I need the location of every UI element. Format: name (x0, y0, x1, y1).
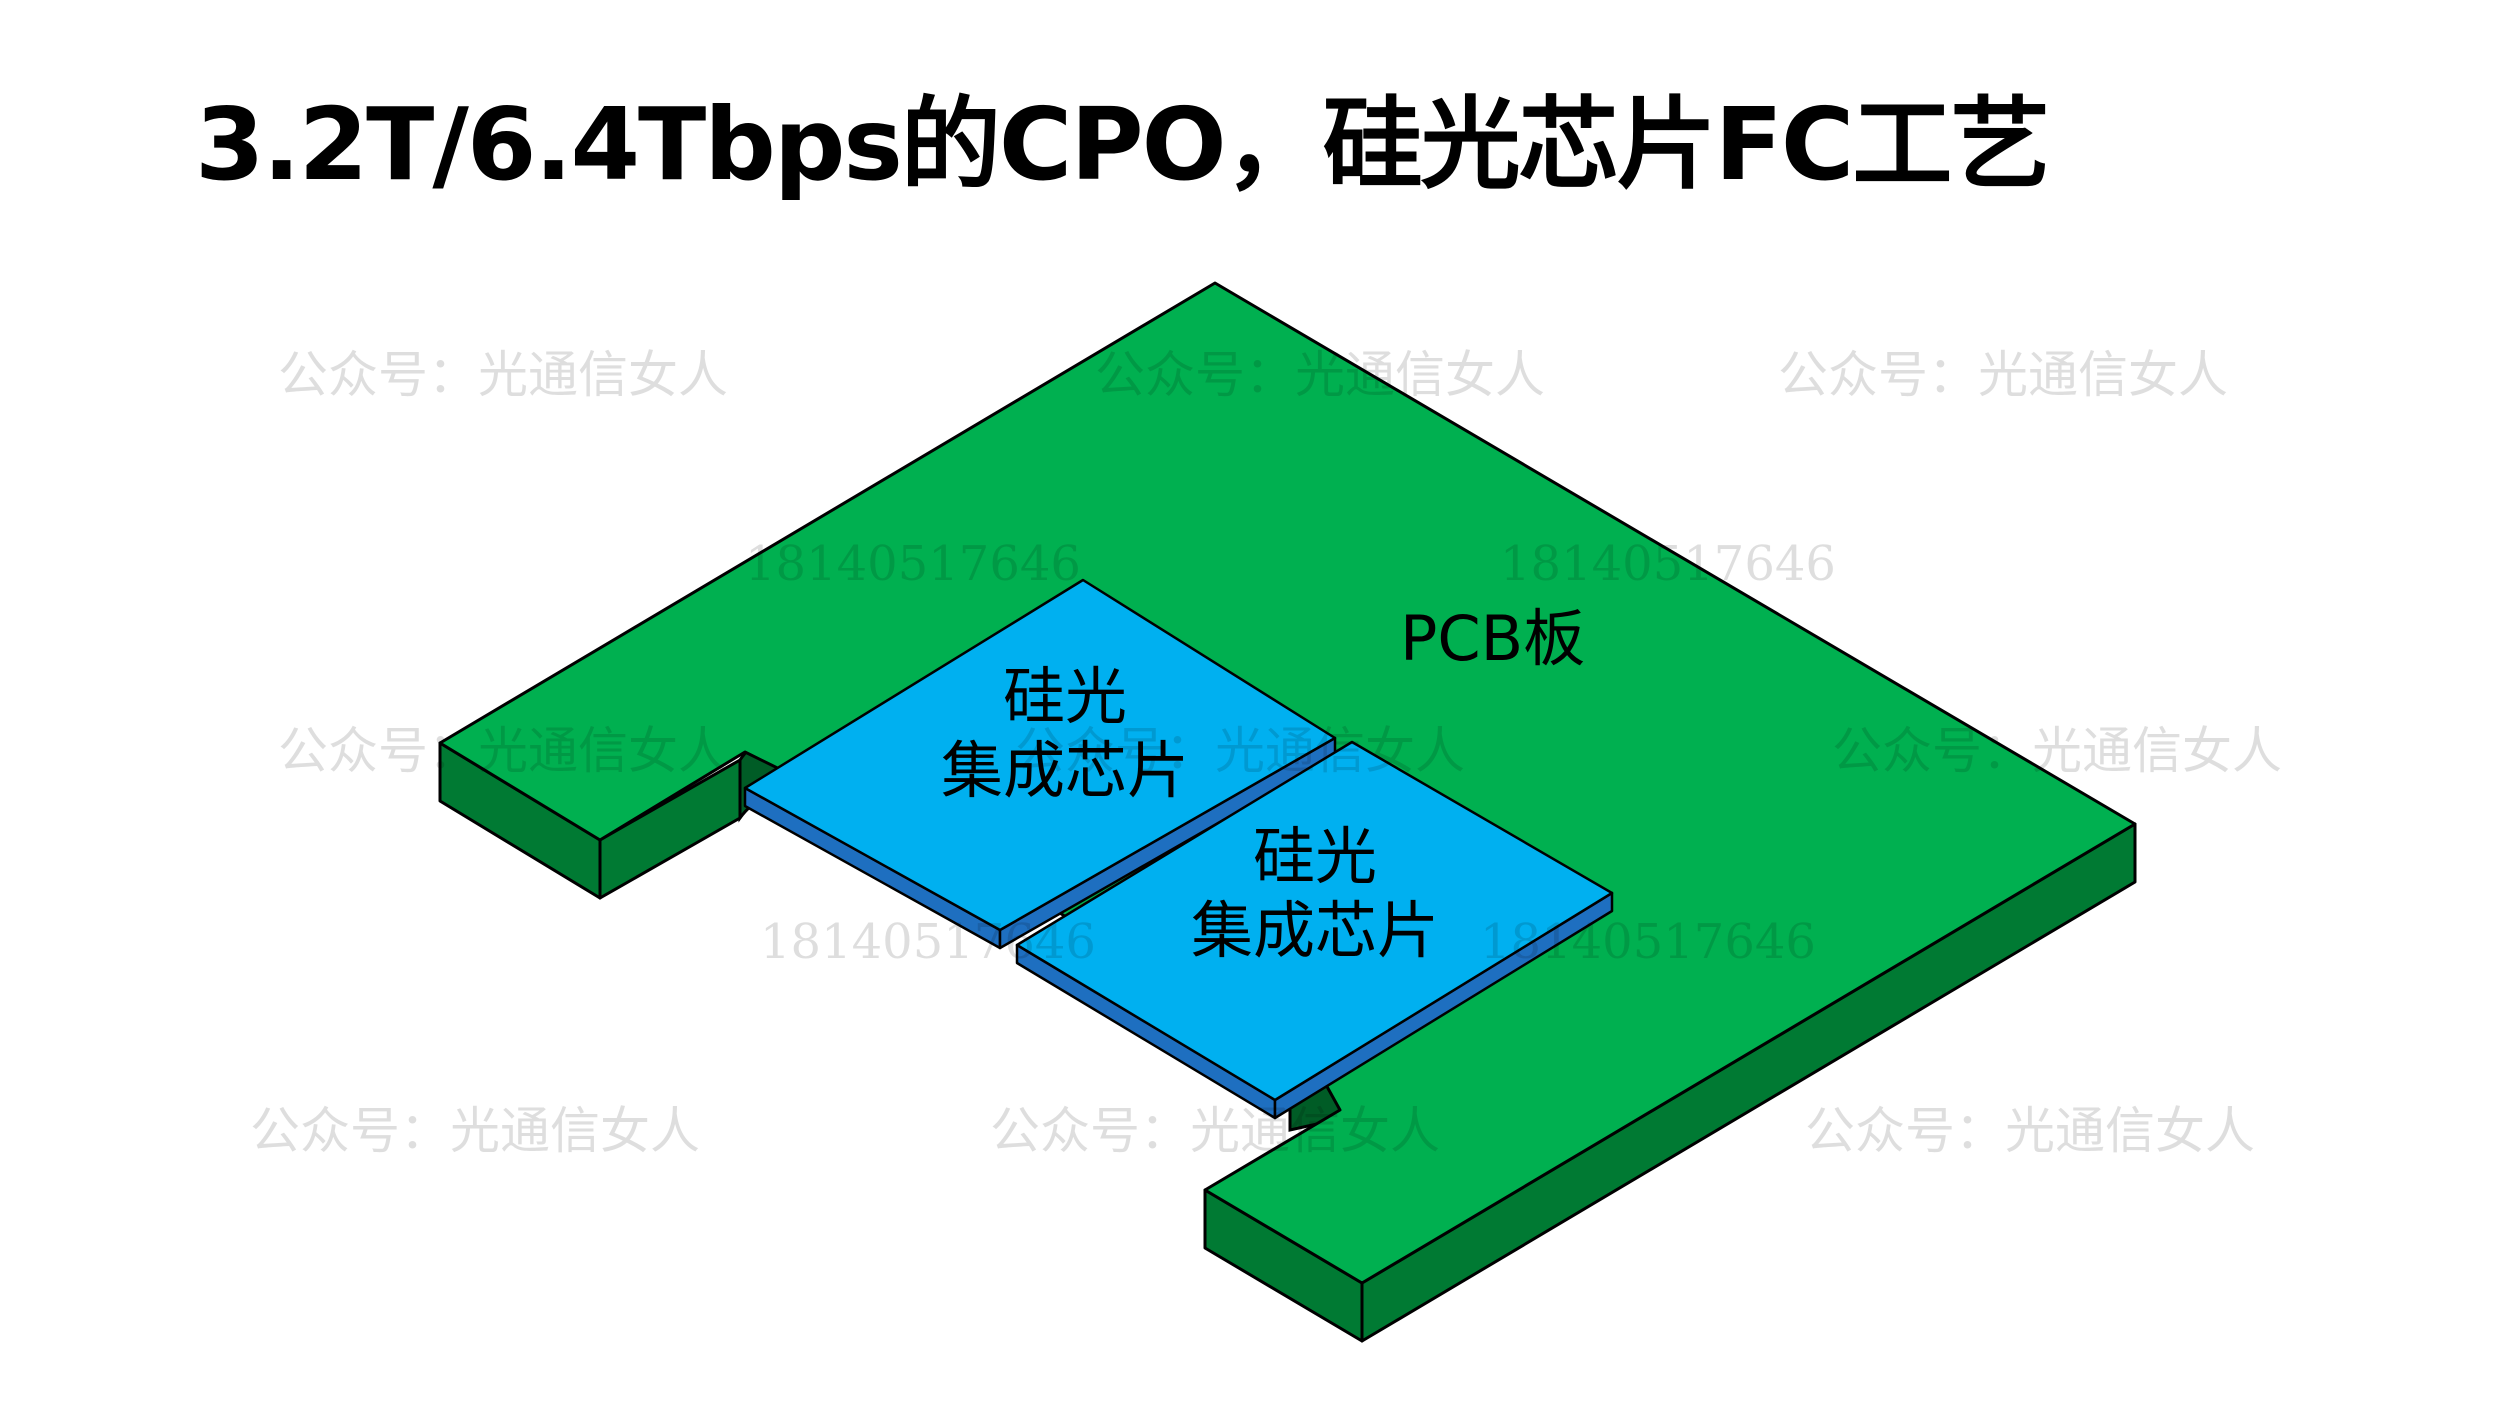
watermark-text: 公众号：光通信女人 (250, 1102, 700, 1160)
watermark-text: 公众号：光通信女人 (1778, 346, 2228, 404)
watermark-text: 公众号：光通信女人 (1015, 722, 1465, 780)
chip1-top-face (743, 578, 1337, 932)
watermark-text: 公众号：光通信女人 (1095, 346, 1545, 404)
watermark-number: 18140517646 (760, 914, 1096, 970)
chip2-label-line1: 硅光 (1253, 820, 1377, 893)
chip2-label-line2: 集成芯片 (1191, 894, 1439, 967)
watermark-number: 18140517646 (1500, 536, 1836, 592)
watermark-number: 18140517646 (745, 536, 1081, 592)
watermark-text: 公众号：光通信女人 (1832, 722, 2282, 780)
watermark-text: 公众号：光通信女人 (990, 1102, 1440, 1160)
page-title: 3.2T/6.4Tbps的CPO，硅光芯片FC工艺 (195, 86, 2050, 203)
chip2-top-face (1015, 740, 1614, 1102)
watermark-text: 公众号：光通信女人 (278, 346, 728, 404)
watermark-text: 公众号：光通信女人 (1805, 1102, 2255, 1160)
chip1-label-line1: 硅光 (1003, 660, 1127, 733)
watermark-text: 公众号：光通信女人 (278, 722, 728, 780)
watermark-number: 18140517646 (1480, 914, 1816, 970)
pcb-label: PCB板 (1400, 602, 1585, 675)
chip1-label-line2: 集成芯片 (941, 734, 1189, 807)
